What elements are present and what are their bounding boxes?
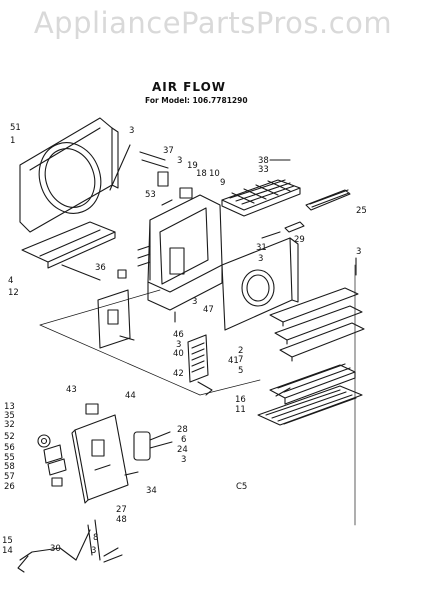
air-deflector-plates <box>269 287 365 362</box>
callout-55: 55 <box>4 453 15 463</box>
callout-10: 10 <box>209 169 220 179</box>
callout-24: 24 <box>177 445 188 455</box>
watermark: AppliancePartsPros.com <box>33 6 393 40</box>
callout-38: 38 <box>258 156 269 166</box>
callout-3g: 3 <box>181 455 186 465</box>
callout-26: 26 <box>4 482 15 492</box>
callout-4: 4 <box>8 276 13 286</box>
callout-57: 57 <box>4 472 15 482</box>
clip-part-42 <box>197 381 213 396</box>
capacitor-part-28 <box>133 431 173 461</box>
rod-part-3 <box>109 144 193 206</box>
callout-3f: 3 <box>176 340 181 350</box>
louver-part-25 <box>305 189 351 211</box>
callout-58: 58 <box>4 462 15 472</box>
callout-16: 16 <box>235 395 246 405</box>
callout-3d: 3 <box>356 247 361 257</box>
callout-15: 15 <box>2 536 13 546</box>
callout-34: 34 <box>146 486 157 496</box>
callout-53: 53 <box>145 190 156 200</box>
bracket-part-29 <box>284 221 305 233</box>
switch-assembly <box>43 444 67 487</box>
callout-46: 46 <box>173 330 184 340</box>
partition-panel <box>221 237 299 331</box>
callout-52: 52 <box>4 432 15 442</box>
callout-42: 42 <box>173 369 184 379</box>
callout-35: 35 <box>4 411 15 421</box>
callout-37: 37 <box>163 146 174 156</box>
diagram-title: AIR FLOW <box>152 80 227 94</box>
callout-33: 33 <box>258 165 269 175</box>
callout-3c: 3 <box>258 254 263 264</box>
bracket-part-43 <box>85 403 99 415</box>
callout-13: 13 <box>4 402 15 412</box>
callout-56: 56 <box>4 443 15 453</box>
callout-31: 31 <box>256 243 267 253</box>
callout-9: 9 <box>220 178 225 188</box>
callout-11: 11 <box>235 405 246 415</box>
callout-27: 27 <box>116 505 127 515</box>
callout-19: 19 <box>187 161 198 171</box>
callout-29: 29 <box>294 235 305 245</box>
callout-3: 3 <box>129 126 134 136</box>
callout-6: 6 <box>181 435 186 445</box>
callout-51: 51 <box>10 123 21 133</box>
callout-7: 7 <box>238 355 243 365</box>
callout-3b: 3 <box>177 156 182 166</box>
callout-28: 28 <box>177 425 188 435</box>
fan-bracket <box>137 194 223 311</box>
knob-part-52 <box>37 434 51 448</box>
callout-47: 47 <box>203 305 214 315</box>
callout-41: 41 <box>228 356 239 366</box>
callout-43: 43 <box>66 385 77 395</box>
power-cord-part-8 <box>17 519 123 573</box>
screw-fasteners <box>124 159 357 476</box>
model-number: For Model: 106.7781290 <box>145 96 248 105</box>
base-rail-part-4 <box>21 221 116 281</box>
callout-12: 12 <box>8 288 19 298</box>
bushing-part-36 <box>117 269 127 279</box>
callout-2: 2 <box>238 346 243 356</box>
panel-part-46 <box>97 289 135 349</box>
callout-25: 25 <box>356 206 367 216</box>
callout-1: 1 <box>10 136 15 146</box>
callout-3h: 3 <box>91 546 96 556</box>
callout-30: 30 <box>50 544 61 554</box>
shroud-part-51 <box>19 117 119 233</box>
callout-5: 5 <box>238 366 243 376</box>
callout-8: 8 <box>93 533 98 543</box>
bracket-part-31 <box>261 231 281 239</box>
panel-part-40 <box>187 334 209 383</box>
callout-3e: 3 <box>192 297 197 307</box>
grille-part-33 <box>221 179 301 217</box>
callout-32: 32 <box>4 420 15 430</box>
callout-labels: 51 1 3 37 3 19 18 10 9 53 38 33 25 29 31… <box>2 123 367 556</box>
footer-mark: C5 <box>236 482 247 492</box>
callout-18: 18 <box>196 169 207 179</box>
callout-40: 40 <box>173 349 184 359</box>
callout-36: 36 <box>95 263 106 273</box>
callout-14: 14 <box>2 546 13 556</box>
callout-44: 44 <box>125 391 136 401</box>
control-panel-part-26 <box>71 414 129 504</box>
tray-part-11 <box>257 385 363 426</box>
callout-48: 48 <box>116 515 127 525</box>
